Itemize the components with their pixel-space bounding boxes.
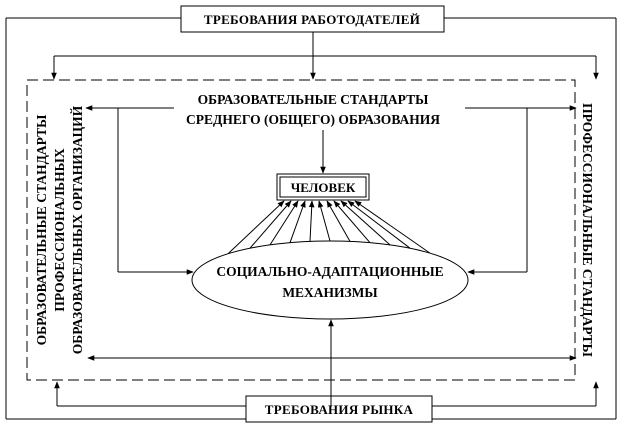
fan-arrows — [227, 200, 431, 255]
social-adaptation-ellipse: СОЦИАЛЬНО-АДАПТАЦИОННЫЕ МЕХАНИЗМЫ — [191, 240, 469, 320]
professional-education-standards: ОБРАЗОВАТЕЛЬНЫЕ СТАНДАРТЫ ПРОФЕССИОНАЛЬН… — [34, 105, 85, 354]
market-requirements-box: ТРЕБОВАНИЯ РЫНКА — [245, 395, 433, 423]
secondary-standards-line2: СРЕДНЕГО (ОБЩЕГО) ОБРАЗОВАНИЯ — [186, 112, 440, 127]
top-connectors — [51, 32, 599, 80]
market-requirements-label: ТРЕБОВАНИЯ РЫНКА — [265, 402, 414, 417]
fan-arrow — [326, 200, 351, 242]
dashed-boundary — [26, 79, 576, 381]
fan-arrow — [317, 200, 331, 242]
professional-standards-label: ПРОФЕССИОНАЛЬНЫЕ СТАНДАРТЫ — [580, 103, 595, 358]
fan-arrow — [249, 200, 292, 249]
fan-arrow — [340, 200, 391, 246]
bottom-connectors — [54, 381, 599, 407]
side-loops — [117, 108, 528, 275]
left-vertical-line3: ОБРАЗОВАТЕЛЬНЫХ ОРГАНИЗАЦИЙ — [70, 105, 85, 354]
fan-arrow — [347, 200, 411, 249]
employer-requirements-label: ТРЕБОВАНИЯ РАБОТОДАТЕЛЕЙ — [204, 12, 420, 27]
ellipse-line2: МЕХАНИЗМЫ — [282, 285, 378, 300]
left-vertical-line2: ПРОФЕССИОНАЛЬНЫХ — [52, 148, 67, 311]
ellipse-line1: СОЦИАЛЬНО-АДАПТАЦИОННЫЕ — [216, 264, 443, 279]
left-vertical-line1: ОБРАЗОВАТЕЛЬНЫЕ СТАНДАРТЫ — [34, 114, 49, 345]
person-label: ЧЕЛОВЕК — [291, 180, 356, 195]
fan-arrow — [289, 200, 306, 243]
secondary-standards-line1: ОБРАЗОВАТЕЛЬНЫЕ СТАНДАРТЫ — [198, 92, 429, 107]
fan-arrow — [308, 200, 315, 242]
fan-arrow — [227, 200, 285, 255]
fan-arrow — [269, 200, 299, 246]
outer-frame — [5, 17, 617, 420]
employer-requirements-box: ТРЕБОВАНИЯ РАБОТОДАТЕЛЕЙ — [180, 5, 445, 33]
fan-arrow — [354, 200, 431, 254]
secondary-education-standards: ОБРАЗОВАТЕЛЬНЫЕ СТАНДАРТЫ СРЕДНЕГО (ОБЩЕ… — [186, 92, 440, 127]
fan-arrow — [333, 200, 371, 244]
person-box: ЧЕЛОВЕК — [276, 173, 370, 201]
